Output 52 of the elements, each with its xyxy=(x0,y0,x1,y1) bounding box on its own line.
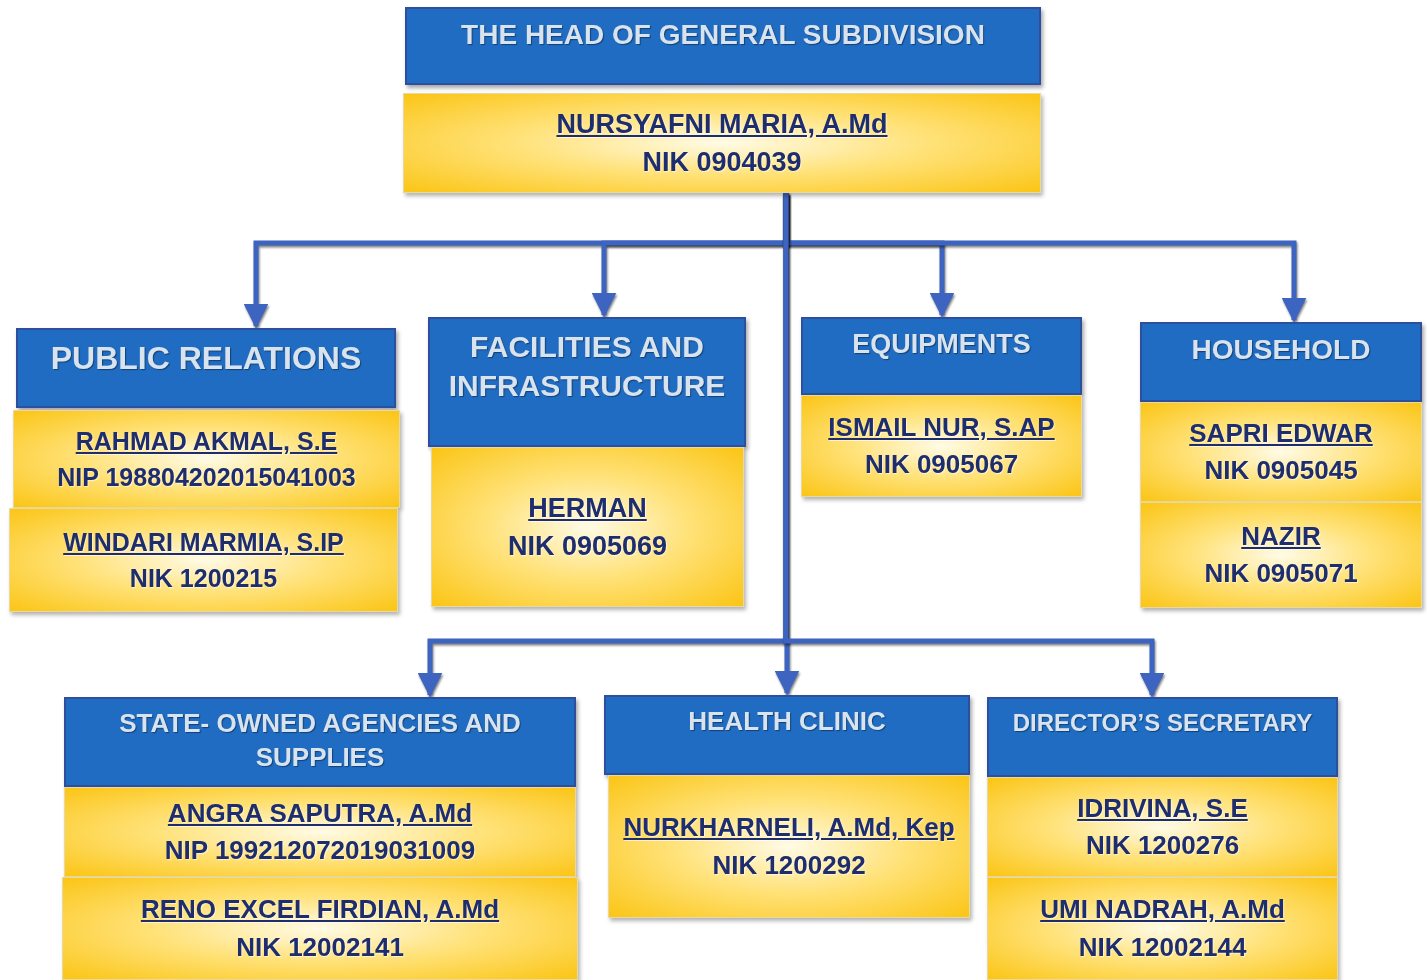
employee-id: NIK 12002144 xyxy=(1078,931,1247,963)
section-title: STATE- OWNED AGENCIES AND SUPPLIES xyxy=(118,707,522,774)
person-name: NURSYAFNI MARIA, A.Md xyxy=(556,107,888,140)
person-name: RAHMAD AKMAL, S.E xyxy=(75,426,338,456)
employee-id: NIK 0905069 xyxy=(507,530,668,563)
person-name: SAPRI EDWAR xyxy=(1189,417,1373,449)
employee-id: NIP 199212072019031009 xyxy=(164,835,476,867)
person-box xyxy=(608,775,970,918)
section-title: FACILITIES AND INFRASTRUCTURE xyxy=(447,329,727,404)
title-box xyxy=(1140,322,1422,402)
person-name: RENO EXCEL FIRDIAN, A.Md xyxy=(140,894,500,926)
section-title: EQUIPMENTS xyxy=(852,328,1031,361)
employee-id: NIP 198804202015041003 xyxy=(57,462,356,492)
title-box xyxy=(405,7,1041,85)
person-box xyxy=(13,410,400,508)
section-title: HEALTH CLINIC xyxy=(688,705,886,738)
person-box xyxy=(62,877,578,980)
section-title: HOUSEHOLD xyxy=(1191,333,1371,367)
employee-id: NIK 1200276 xyxy=(1085,830,1240,862)
person-box xyxy=(1140,402,1422,502)
section-title: PUBLIC RELATIONS xyxy=(50,339,362,378)
person-box xyxy=(987,877,1338,980)
employee-id: NIK 0905045 xyxy=(1204,455,1358,487)
employee-id: NIK 1200215 xyxy=(129,563,278,593)
employee-id: NIK 0905067 xyxy=(864,449,1019,481)
person-name: NAZIR xyxy=(1241,520,1321,552)
person-box xyxy=(987,777,1338,877)
title-box xyxy=(801,317,1082,395)
person-name: WINDARI MARMIA, S.IP xyxy=(63,527,344,557)
person-name: UMI NADRAH, A.Md xyxy=(1040,894,1285,926)
person-box xyxy=(403,93,1041,193)
title-box xyxy=(987,697,1338,777)
title-box xyxy=(604,695,970,775)
person-name: ANGRA SAPUTRA, A.Md xyxy=(167,797,473,829)
person-name: NURKHARNELI, A.Md, Kep xyxy=(623,812,955,844)
title-box xyxy=(64,697,576,787)
employee-id: NIK 0904039 xyxy=(642,146,802,179)
title-box xyxy=(16,328,396,408)
person-box xyxy=(9,508,398,612)
person-name: HERMAN xyxy=(528,491,647,524)
employee-id: NIK 12002141 xyxy=(236,931,404,963)
section-title: DIRECTOR’S SECRETARY xyxy=(1012,708,1313,738)
person-name: ISMAIL NUR, S.AP xyxy=(828,411,1055,443)
person-name: IDRIVINA, S.E xyxy=(1077,792,1248,824)
employee-id: NIK 0905071 xyxy=(1204,558,1358,590)
person-box xyxy=(801,395,1082,497)
person-box xyxy=(431,447,744,607)
person-box xyxy=(1140,502,1422,608)
person-box xyxy=(64,787,576,877)
employee-id: NIK 1200292 xyxy=(712,849,866,881)
section-title: THE HEAD OF GENERAL SUBDIVISION xyxy=(461,18,985,52)
title-box xyxy=(428,317,746,447)
